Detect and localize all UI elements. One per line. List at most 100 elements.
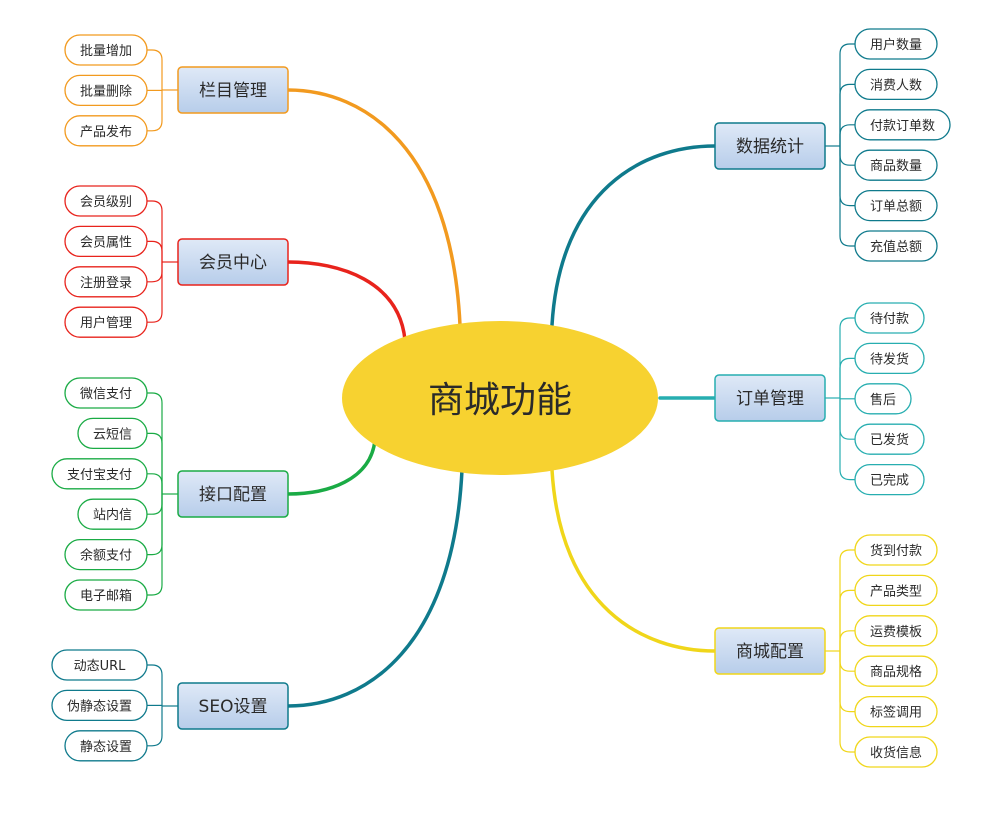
leaf-connector [147,49,163,90]
leaf-node-peizhi-2[interactable]: 运费模板 [854,615,938,647]
leaf-node-shuju-2[interactable]: 付款订单数 [854,109,951,141]
leaf-node-label: 已发货 [870,432,909,448]
leaf-node-huiyuan-3[interactable]: 用户管理 [64,306,148,338]
leaf-connector [147,200,163,262]
leaf-node-shuju-0[interactable]: 用户数量 [854,28,938,60]
leaf-node-label: 用户管理 [80,315,132,331]
leaf-node-box [854,109,951,141]
leaf-node-label: 动态URL [74,659,127,674]
leaf-node-peizhi-3[interactable]: 商品规格 [854,655,938,687]
leaf-node-shuju-1[interactable]: 消费人数 [854,68,938,101]
leaf-node-label: 批量增加 [80,44,132,59]
branch-node-box [714,374,826,422]
branch-node-peizhi[interactable]: 商城配置 [714,627,826,675]
leaf-node-box [854,342,925,375]
leaf-node-box [77,498,148,530]
branch-connector-seo [286,468,464,708]
leaf-node-box [64,266,148,298]
branch-connector-shuju [550,144,717,327]
branch-node-huiyuan[interactable]: 会员中心 [177,238,289,286]
branch-node-box [177,682,289,730]
central-topic-label: 商城功能 [428,380,572,421]
leaf-node-label: 产品类型 [870,584,922,599]
leaf-connector [147,494,163,556]
leaf-node-shuju-4[interactable]: 订单总额 [854,189,938,222]
leaf-node-box [51,458,148,490]
leaf-connector [839,317,855,398]
leaf-node-label: 批量删除 [80,84,132,99]
leaf-node-box [64,34,148,66]
leaf-node-lanmu-0[interactable]: 批量增加 [64,34,148,66]
leaf-node-label: 商品数量 [870,159,922,174]
leaf-node-box [854,230,938,262]
central-topic[interactable]: 商城功能 [342,321,658,475]
leaf-node-box [854,736,938,768]
leaf-node-seo-1[interactable]: 伪静态设置 [51,689,148,722]
leaf-node-dingdan-1[interactable]: 待发货 [854,342,925,375]
leaf-node-peizhi-4[interactable]: 标签调用 [854,695,938,728]
leaf-node-label: 待发货 [870,351,909,367]
leaf-node-jiekou-4[interactable]: 余额支付 [64,538,148,571]
leaf-node-jiekou-5[interactable]: 电子邮箱 [64,579,148,611]
branch-node-box [177,66,289,114]
leaf-node-shuju-5[interactable]: 充值总额 [854,230,938,262]
leaf-node-dingdan-4[interactable]: 已完成 [854,463,925,496]
leaf-node-box [64,730,148,762]
leaf-node-label: 订单总额 [870,200,922,215]
leaf-node-label: 充值总额 [870,239,922,255]
leaf-node-dingdan-2[interactable]: 售后 [854,383,912,415]
leaf-node-jiekou-2[interactable]: 支付宝支付 [51,458,148,490]
leaf-node-box [64,225,148,258]
leaf-node-peizhi-0[interactable]: 货到付款 [854,534,938,566]
connector-lines [147,43,855,753]
leaf-node-label: 会员级别 [80,195,132,210]
leaf-node-shuju-3[interactable]: 商品数量 [854,149,938,181]
leaf-node-box [854,463,925,496]
branch-node-lanmu[interactable]: 栏目管理 [177,66,289,114]
leaf-node-huiyuan-0[interactable]: 会员级别 [64,185,148,217]
leaf-connector [147,240,163,262]
leaf-node-lanmu-2[interactable]: 产品发布 [64,115,148,147]
leaf-node-peizhi-1[interactable]: 产品类型 [854,574,938,607]
leaf-node-label: 商品规格 [870,664,922,680]
branch-node-shuju[interactable]: 数据统计 [714,122,826,170]
leaf-node-lanmu-1[interactable]: 批量删除 [64,74,148,107]
branch-node-label: 商城配置 [736,642,804,662]
leaf-node-box [854,383,912,415]
leaf-connector [839,398,855,440]
leaf-node-box [64,579,148,611]
leaf-connector [147,392,163,494]
leaf-node-jiekou-1[interactable]: 云短信 [77,417,148,450]
leaf-node-seo-2[interactable]: 静态设置 [64,730,148,762]
leaf-connector [839,549,855,651]
leaf-node-peizhi-5[interactable]: 收货信息 [854,736,938,768]
leaf-node-jiekou-0[interactable]: 微信支付 [64,377,148,409]
leaf-node-label: 收货信息 [870,745,922,761]
leaf-connector [147,432,163,494]
leaf-node-label: 标签调用 [870,705,922,721]
leaf-node-jiekou-3[interactable]: 站内信 [77,498,148,530]
leaf-node-seo-0[interactable]: 动态URL [51,649,148,681]
leaf-node-huiyuan-1[interactable]: 会员属性 [64,225,148,258]
leaf-node-box [77,417,148,450]
branch-node-seo[interactable]: SEO设置 [177,682,289,730]
leaf-node-label: 货到付款 [870,543,922,559]
leaf-node-dingdan-0[interactable]: 待付款 [854,302,925,334]
leaf-node-box [854,28,938,60]
leaf-node-huiyuan-2[interactable]: 注册登录 [64,266,148,298]
leaf-node-dingdan-3[interactable]: 已发货 [854,423,925,455]
leaf-connector [839,146,855,207]
branch-node-jiekou[interactable]: 接口配置 [177,470,289,518]
leaf-node-label: 已完成 [870,474,909,489]
leaf-node-box [64,538,148,571]
leaf-node-box [64,74,148,107]
central-topic-shape [342,321,658,475]
leaf-connector [147,262,163,323]
leaf-node-label: 微信支付 [80,387,132,402]
leaf-node-box [51,689,148,722]
branch-node-label: 栏目管理 [199,81,267,101]
branch-node-dingdan[interactable]: 订单管理 [714,374,826,422]
leaf-connector [839,146,855,166]
leaf-node-box [854,423,925,455]
